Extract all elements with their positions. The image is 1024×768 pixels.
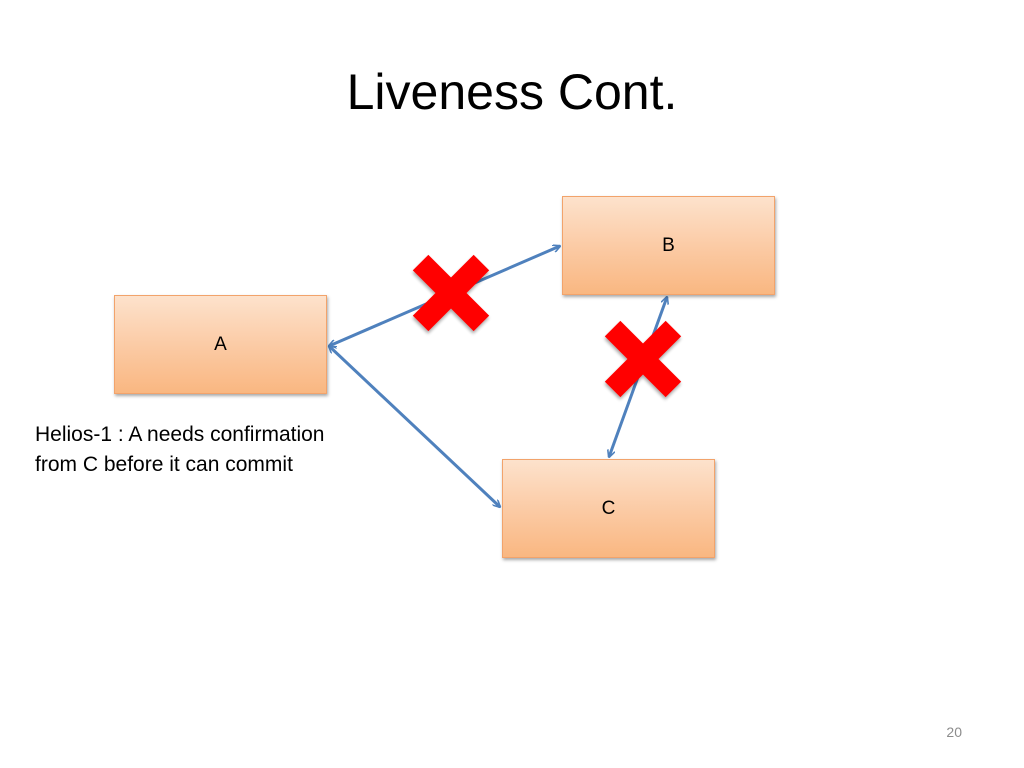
- node-label: C: [601, 497, 616, 519]
- node-c: C: [502, 459, 715, 558]
- slide-title: Liveness Cont.: [346, 64, 678, 120]
- caption-line: from C before it can commit: [35, 453, 293, 476]
- page-number: 20: [946, 724, 962, 740]
- cross-icon: [412, 254, 490, 332]
- caption-line: Helios-1 : A needs confirmation: [35, 423, 325, 446]
- link-b-c: [609, 297, 667, 457]
- node-label: A: [214, 333, 227, 355]
- caption-text: Helios-1 : A needs confirmation from C b…: [35, 420, 395, 480]
- cross-icon: [604, 320, 682, 398]
- node-b: B: [562, 196, 775, 295]
- node-label: B: [662, 234, 675, 256]
- link-a-b: [329, 246, 560, 346]
- node-a: A: [114, 295, 327, 394]
